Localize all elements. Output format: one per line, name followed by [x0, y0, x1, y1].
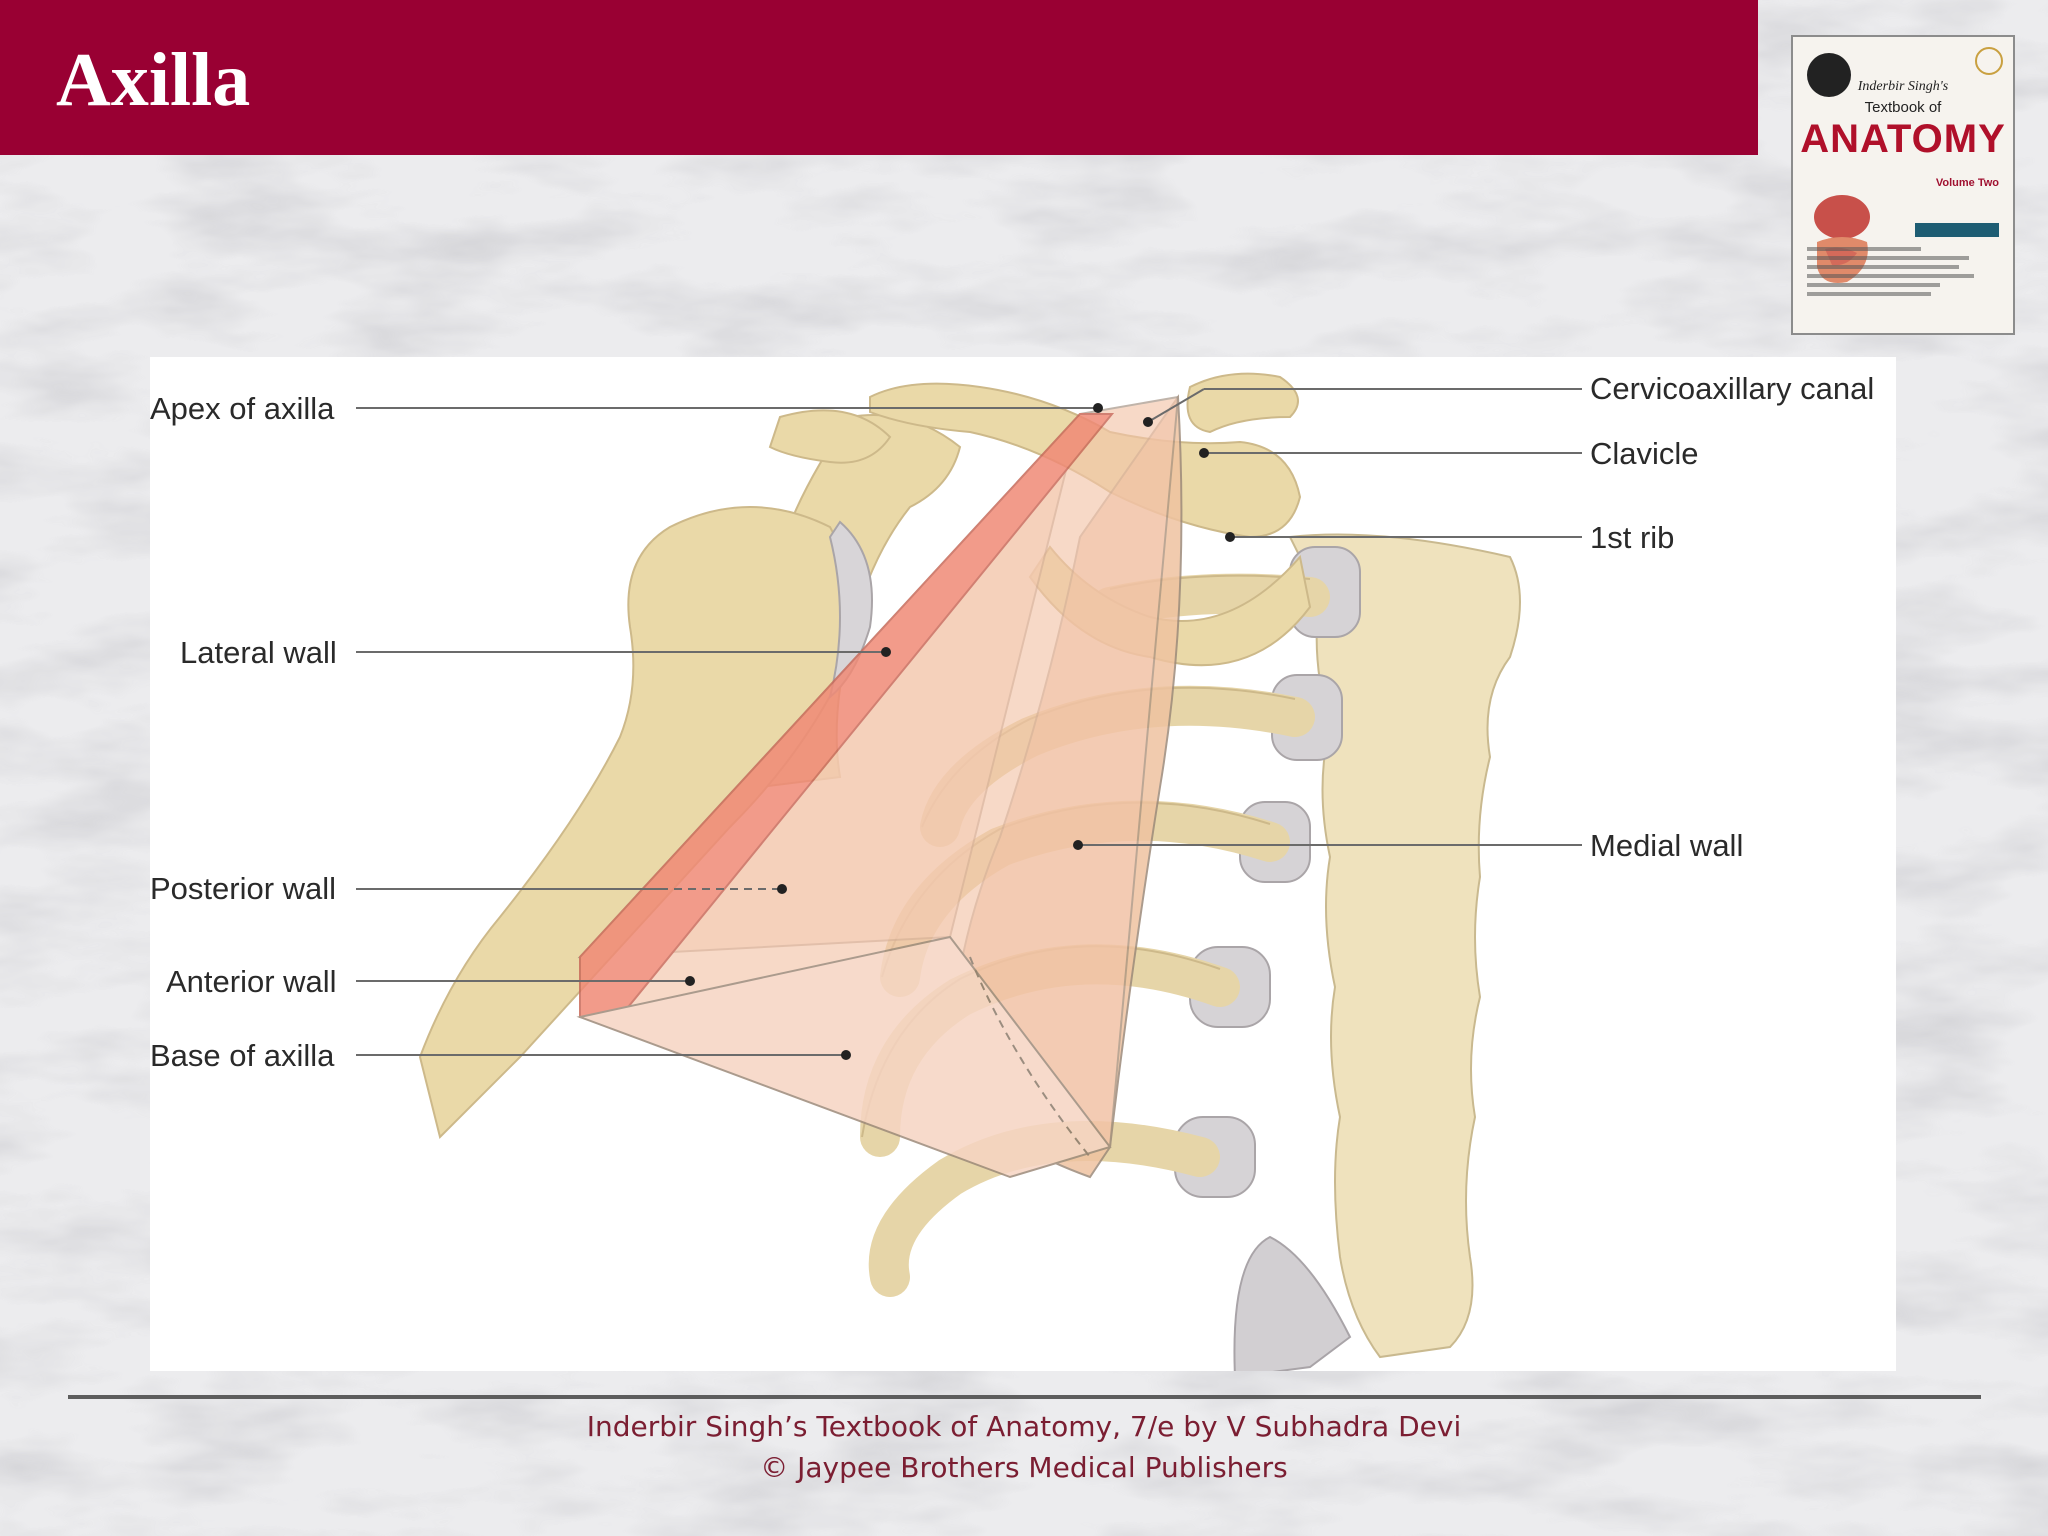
label-first-rib: 1st rib [1590, 522, 1674, 553]
cover-contents-lines [1807, 247, 1997, 301]
title-bar [0, 0, 1758, 155]
cover-main-title: ANATOMY [1793, 117, 2013, 162]
cover-subtitle: Textbook of [1793, 99, 2013, 116]
acromion [1188, 374, 1299, 432]
cover-author: Inderbir Singh's [1793, 79, 2013, 95]
label-posterior-wall: Posterior wall [150, 873, 336, 904]
label-lateral-wall: Lateral wall [180, 637, 337, 668]
label-clavicle: Clavicle [1590, 438, 1699, 469]
footer-rule [68, 1395, 1981, 1399]
slide-title: Axilla [56, 42, 250, 118]
label-anterior-wall: Anterior wall [166, 966, 337, 997]
axilla-diagram-panel: Apex of axilla Lateral wall Posterior wa… [150, 357, 1896, 1371]
label-cervicoaxillary-canal: Cervicoaxillary canal [1590, 373, 1874, 404]
anniversary-emblem-icon [1975, 47, 2003, 75]
footer-citation: Inderbir Singh’s Textbook of Anatomy, 7/… [0, 1410, 2048, 1443]
book-cover-thumbnail: Inderbir Singh's Textbook of ANATOMY Vol… [1791, 35, 2015, 335]
label-base-of-axilla: Base of axilla [150, 1040, 334, 1071]
axilla-diagram [150, 357, 1896, 1371]
cover-edition-band [1915, 223, 1999, 237]
cover-volume: Volume Two [1936, 177, 1999, 189]
label-medial-wall: Medial wall [1590, 830, 1743, 861]
footer-copyright: © Jaypee Brothers Medical Publishers [0, 1451, 2048, 1484]
label-apex-of-axilla: Apex of axilla [150, 393, 334, 424]
vertebral-column [1234, 535, 1520, 1372]
